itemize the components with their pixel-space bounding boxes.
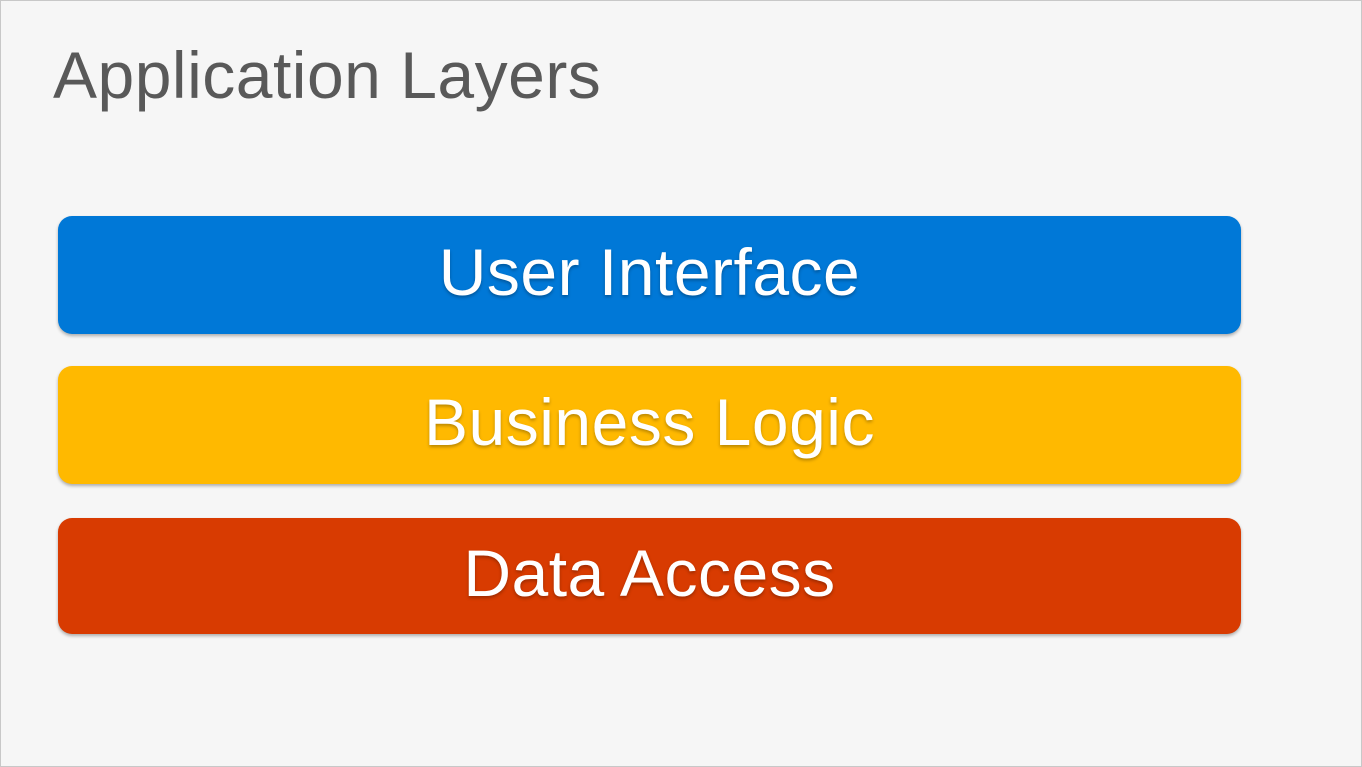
layer-label-business-logic: Business Logic: [424, 385, 875, 459]
layer-label-data-access: Data Access: [463, 536, 836, 610]
layer-bar-business-logic: Business Logic: [58, 366, 1241, 484]
layer-bar-data-access: Data Access: [58, 518, 1241, 634]
layer-label-user-interface: User Interface: [438, 235, 861, 309]
slide-title: Application Layers: [53, 38, 602, 112]
layer-bar-user-interface: User Interface: [58, 216, 1241, 334]
